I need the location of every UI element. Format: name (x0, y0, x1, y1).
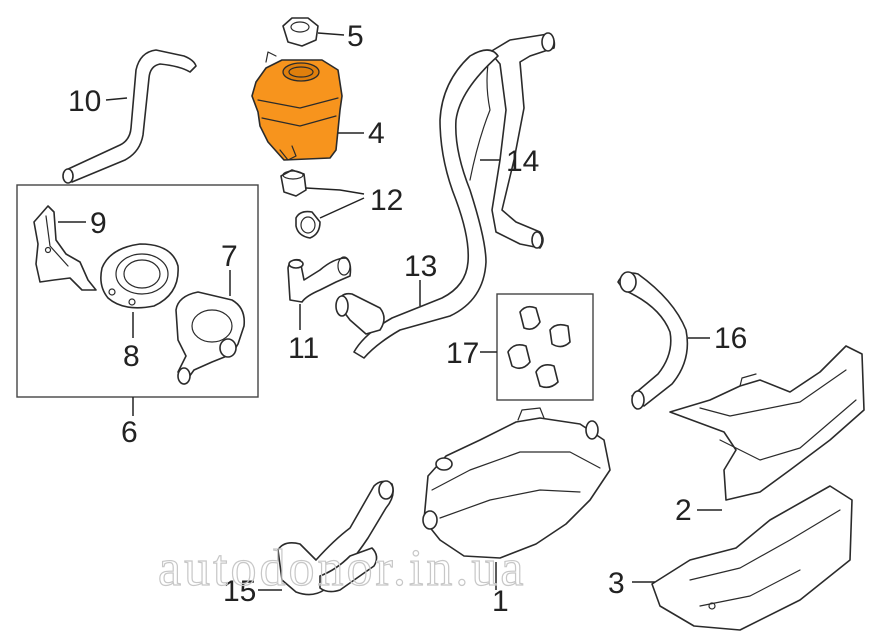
part-8-gasket-ring[interactable] (100, 243, 179, 309)
group-6-box (16, 184, 259, 398)
part-14-upper-hose[interactable] (469, 32, 556, 249)
group-17-box (496, 293, 594, 401)
callout-13: 13 (404, 250, 437, 283)
part-5-cap[interactable] (282, 17, 319, 47)
callout-11: 11 (288, 332, 319, 365)
callouts: 1 2 3 4 5 6 7 8 9 10 11 12 13 14 15 16 1… (68, 20, 747, 618)
part-12-clamp-upper[interactable] (280, 169, 307, 197)
part-16-hose[interactable] (617, 271, 689, 410)
part-2-reinforcement[interactable] (669, 345, 865, 501)
callout-14: 14 (506, 145, 539, 178)
callout-1: 1 (492, 585, 509, 618)
callout-17: 17 (446, 337, 479, 370)
callout-10: 10 (68, 85, 101, 118)
part-11-elbow-hose[interactable] (287, 256, 352, 303)
callout-6: 6 (121, 416, 138, 449)
leader-lines (58, 32, 722, 591)
part-12-clamp-lower[interactable] (295, 210, 321, 239)
callout-9: 9 (90, 207, 107, 240)
part-3-lower-bracket[interactable] (651, 485, 853, 631)
callout-5: 5 (347, 20, 364, 53)
callout-7: 7 (221, 240, 238, 273)
part-9-bracket[interactable] (33, 205, 97, 291)
part-10-hose[interactable] (62, 49, 197, 184)
callout-15: 15 (223, 575, 256, 608)
callout-12: 12 (370, 184, 403, 217)
part-15-hose[interactable] (277, 480, 394, 596)
part-7-thermostat-housing[interactable] (175, 291, 246, 385)
callout-4: 4 (368, 117, 385, 150)
watermark: autodonor.in.ua (158, 540, 527, 597)
part-13-lower-hose[interactable] (335, 49, 499, 359)
part-17-clips[interactable] (507, 305, 571, 389)
part-4-reservoir-tank[interactable] (251, 51, 343, 161)
callout-2: 2 (675, 494, 692, 527)
part-1-cooler[interactable] (422, 407, 611, 559)
callout-16: 16 (714, 322, 747, 355)
callout-3: 3 (608, 567, 625, 600)
callout-8: 8 (123, 340, 140, 373)
